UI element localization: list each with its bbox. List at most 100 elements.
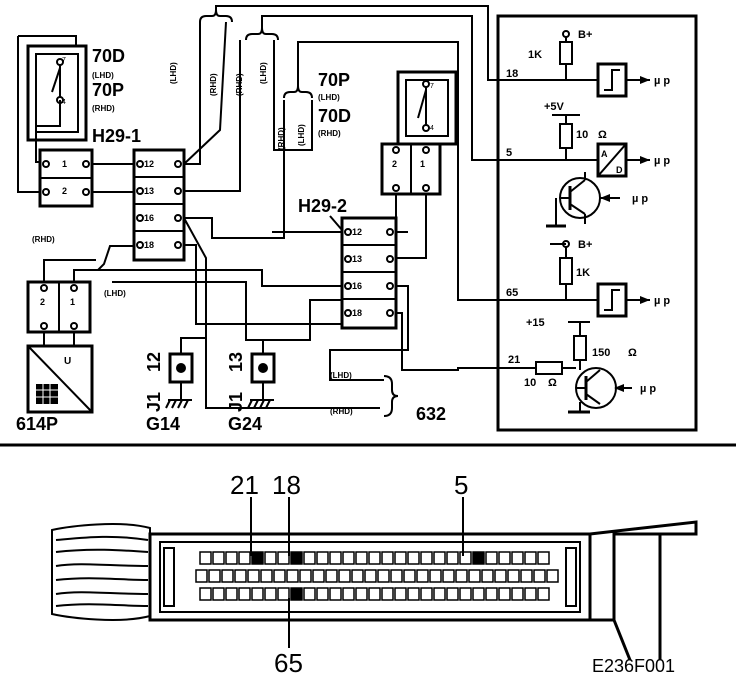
ground-g24-label: G24 <box>228 414 262 434</box>
h29-1-label: H29-1 <box>92 126 141 146</box>
plus-5v-label: +5V <box>544 101 565 113</box>
connector-pin <box>286 569 299 583</box>
svg-text:(LHD): (LHD) <box>318 93 340 102</box>
connector-pin <box>290 551 303 565</box>
svg-text:13: 13 <box>352 254 362 264</box>
svg-text:(LHD): (LHD) <box>330 371 352 380</box>
svg-text:(LHD): (LHD) <box>259 62 268 84</box>
connector-pin <box>368 587 381 601</box>
relay-70p-70d-right: 7 4 <box>396 70 458 146</box>
pin-18-callout: 18 <box>272 470 301 500</box>
resistor-10-series <box>535 361 563 375</box>
connector-pin <box>533 569 546 583</box>
resistor-150-label: 150 <box>592 347 610 359</box>
resistor-10-label: 10 <box>576 129 588 141</box>
connector-pin <box>485 551 498 565</box>
connector-pin <box>442 569 455 583</box>
connector-pin <box>520 569 533 583</box>
svg-text:1: 1 <box>420 159 425 169</box>
ecu-box <box>496 14 698 432</box>
connector-h29-2: 12 13 16 18 <box>340 216 398 330</box>
connector-pin <box>329 587 342 601</box>
ohm-label-2: Ω <box>628 347 637 359</box>
connector-pin <box>238 551 251 565</box>
connector-pin <box>299 569 312 583</box>
svg-text:(RHD): (RHD) <box>209 73 218 96</box>
connector-pin <box>312 569 325 583</box>
svg-text:16: 16 <box>144 213 154 223</box>
connector-pin <box>221 569 234 583</box>
svg-text:12: 12 <box>352 227 362 237</box>
connector-pin <box>212 587 225 601</box>
svg-text:(RHD): (RHD) <box>92 104 115 113</box>
connector-pin <box>368 551 381 565</box>
component-632-label: 632 <box>416 404 446 424</box>
svg-text:J1: J1 <box>144 392 164 412</box>
connector-pin <box>316 587 329 601</box>
connector-pin <box>546 569 559 583</box>
connector-pin <box>494 569 507 583</box>
relay-70p-label: 70P <box>92 80 124 100</box>
b-plus-label-1: B+ <box>578 29 592 41</box>
connector-pin <box>459 587 472 601</box>
relay-70d-label: 70D <box>92 46 125 66</box>
ad-a-label: A <box>601 149 608 159</box>
svg-text:7: 7 <box>62 57 66 64</box>
connector-pin <box>199 551 212 565</box>
connector-pin <box>303 551 316 565</box>
ecu-input-65: 65 B+ 1K µ p <box>498 239 670 318</box>
svg-text:U: U <box>64 356 71 367</box>
pin-65-callout: 65 <box>274 648 303 678</box>
connector-pin <box>355 551 368 565</box>
connector-pin <box>394 587 407 601</box>
connector-pin <box>420 587 433 601</box>
connector-pin <box>247 569 260 583</box>
connector-pin <box>260 569 273 583</box>
connector-pin <box>433 551 446 565</box>
connector-pin <box>390 569 403 583</box>
connector-pin <box>351 569 364 583</box>
connector-614p: 2 1 <box>26 280 92 334</box>
b-plus-label-2: B+ <box>578 239 592 251</box>
connector-pin <box>511 587 524 601</box>
unit-614p <box>26 344 94 414</box>
ad-d-label: D <box>616 165 623 175</box>
svg-text:18: 18 <box>144 240 154 250</box>
resistor-10-series-label: 10 <box>524 377 536 389</box>
connector-pin <box>446 551 459 565</box>
ohm-label-1: Ω <box>598 129 607 141</box>
ecu-input-18: 18 B+ 1K µ p <box>498 29 670 98</box>
connector-pin <box>433 587 446 601</box>
connector-pin <box>455 569 468 583</box>
connector-pin <box>377 569 390 583</box>
pin-5-callout: 5 <box>454 470 468 500</box>
connector-pin <box>325 569 338 583</box>
brace-top-1 <box>199 9 233 23</box>
connector-pin <box>394 551 407 565</box>
ecu-pin-5-label: 5 <box>506 147 512 159</box>
svg-text:(LHD): (LHD) <box>104 289 126 298</box>
mu-p-label-4: µ p <box>654 295 670 307</box>
svg-text:(RHD): (RHD) <box>32 235 55 244</box>
svg-text:13: 13 <box>144 186 154 196</box>
svg-text:(RHD): (RHD) <box>318 129 341 138</box>
connector-pin <box>485 587 498 601</box>
connector-pin <box>199 587 212 601</box>
connector-2pin-right: 2 1 <box>380 142 442 196</box>
svg-text:12: 12 <box>144 352 164 372</box>
brace-632 <box>383 375 399 417</box>
connector-2pin-left: 1 2 <box>38 148 94 208</box>
connector-pin <box>416 569 429 583</box>
connector-pin <box>316 551 329 565</box>
svg-text:4: 4 <box>62 99 66 106</box>
connector-pin <box>212 551 225 565</box>
figure-id: E236F001 <box>592 656 675 676</box>
mu-p-label-5: µ p <box>640 383 656 395</box>
connector-pin <box>277 551 290 565</box>
connector-pin <box>277 587 290 601</box>
svg-text:13: 13 <box>226 352 246 372</box>
svg-text:4: 4 <box>430 125 434 132</box>
resistor-150-ohm <box>573 335 587 361</box>
connector-pin <box>537 551 550 565</box>
resistor-10-ohm <box>559 123 573 149</box>
